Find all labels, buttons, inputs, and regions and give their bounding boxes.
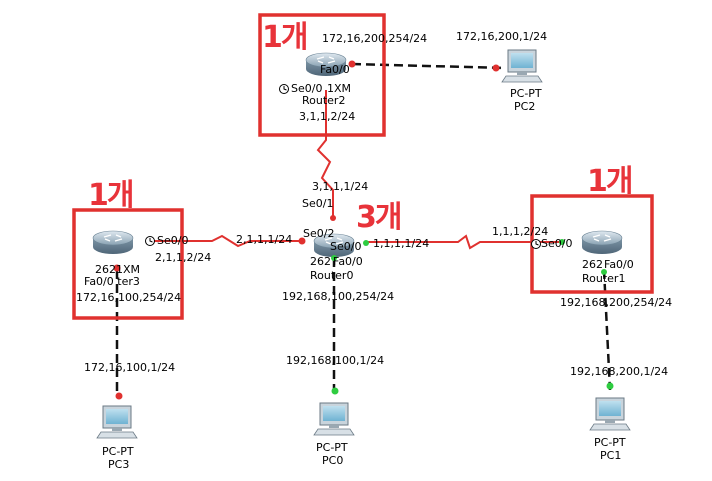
router0-se01-ip-label: 3,1,1,1/24 [312, 180, 369, 193]
annotation-router1-count: 1개 [587, 164, 634, 199]
router1-icon[interactable] [581, 230, 623, 254]
router3-icon[interactable] [92, 230, 134, 254]
port-status-router1-fa00 [601, 269, 607, 275]
link-router2-pc2[interactable] [351, 62, 506, 70]
port-status-router2-fa00 [348, 60, 356, 68]
router0-fa00-label: Fa0/0 [333, 255, 363, 268]
router3-fa00-label: Fa0/0 ter3 [84, 276, 140, 288]
pc2-icon[interactable] [501, 49, 543, 83]
port-status-router0-fa00 [331, 255, 337, 261]
router2-model-label: 1XM [327, 82, 352, 95]
router1-name-label: Router1 [582, 272, 626, 285]
router1-se00-ip-label: 1,1,1,2/24 [492, 225, 549, 238]
highlight-box-router3 [72, 208, 184, 320]
port-status-pc2 [492, 64, 500, 72]
router2-fa00-label: Fa0/0 [320, 63, 350, 76]
pc0-name-label: PC0 [322, 454, 344, 467]
annotation-router0-count: 3개 [356, 200, 403, 235]
port-status-router0-se00 [363, 240, 369, 246]
router3-fa00-ip-label: 172,16,100,254/24 [76, 291, 182, 304]
router0-name-label: Router0 [310, 269, 354, 282]
pc0-icon[interactable] [313, 402, 355, 436]
port-status-router1-se00 [559, 239, 565, 245]
pc2-type-label: PC-PT [510, 87, 542, 100]
router3-model-label: 2621XM [95, 263, 141, 276]
router0-se02-ip-label: 2,1,1,1/24 [236, 233, 293, 246]
router1-model-label: 262 [582, 258, 603, 271]
pc3-type-label: PC-PT [102, 445, 134, 458]
router3-name-suffix: ter3 [117, 275, 140, 288]
router3-model-prefix: 262 [95, 263, 116, 276]
router0-icon[interactable] [313, 233, 355, 257]
pc3-icon[interactable] [96, 405, 138, 439]
port-status-pc0 [331, 387, 339, 395]
link-serial-router0-router1[interactable] [365, 234, 560, 250]
router0-se01-label: Se0/1 [302, 197, 334, 210]
clock-icon-router1 [531, 239, 541, 249]
port-status-pc1 [606, 382, 614, 390]
router0-se00-ip-label: 1,1,1,1/24 [373, 237, 430, 250]
pc1-ip-label: 192,168,200,1/24 [570, 365, 669, 378]
router3-fa00-port: Fa0/0 [84, 275, 114, 288]
link-router1-pc1[interactable] [602, 269, 612, 391]
clock-icon-router2 [279, 84, 289, 94]
highlight-box-router2 [258, 13, 386, 137]
annotation-router3-count: 1개 [88, 178, 135, 213]
annotation-router2-count: 1개 [262, 20, 309, 55]
link-serial-router3-router0[interactable] [150, 234, 303, 248]
router0-se02-label: Se0/2 [303, 227, 335, 240]
link-serial-router2-router0[interactable] [316, 90, 334, 218]
clock-icon-router3 [145, 236, 155, 246]
router0-model-label: 262 [310, 255, 331, 268]
router2-icon[interactable] [305, 52, 347, 76]
port-status-router0-se02 [298, 237, 306, 245]
pc1-name-label: PC1 [600, 449, 622, 462]
pc1-icon[interactable] [589, 397, 631, 431]
pc0-type-label: PC-PT [316, 441, 348, 454]
router2-se00-ip-label: 3,1,1,2/24 [299, 110, 356, 123]
pc3-name-label: PC3 [108, 458, 130, 471]
port-status-router0-se01 [330, 215, 336, 221]
router2-name-label: Router2 [302, 94, 346, 107]
pc2-ip-label: 172,16,200,1/24 [456, 30, 548, 43]
port-status-pc3 [115, 392, 123, 400]
router3-se00-ip-label: 2,1,1,2/24 [155, 251, 212, 264]
router1-fa00-label: Fa0/0 [604, 258, 634, 271]
port-status-router3-fa00 [113, 264, 121, 272]
pc3-ip-label: 172,16,100,1/24 [84, 361, 176, 374]
pc0-ip-label: 192,168,100,1/24 [286, 354, 385, 367]
router1-se00-label: Se0/0 [541, 237, 573, 250]
router1-fa00-ip-label: 192,168,200,254/24 [560, 296, 673, 309]
router2-se00-label: Se0/0 [291, 82, 323, 95]
router0-fa00-ip-label: 192,168,100,254/24 [282, 290, 395, 303]
router3-model-suffix: XM [123, 263, 141, 276]
router3-se00-label: Se0/0 [157, 234, 189, 247]
router2-fa00-ip-label: 172,16,200,254/24 [322, 32, 428, 45]
router0-se00-label: Se0/0 [330, 240, 362, 253]
pc1-type-label: PC-PT [594, 436, 626, 449]
pc2-name-label: PC2 [514, 100, 536, 113]
